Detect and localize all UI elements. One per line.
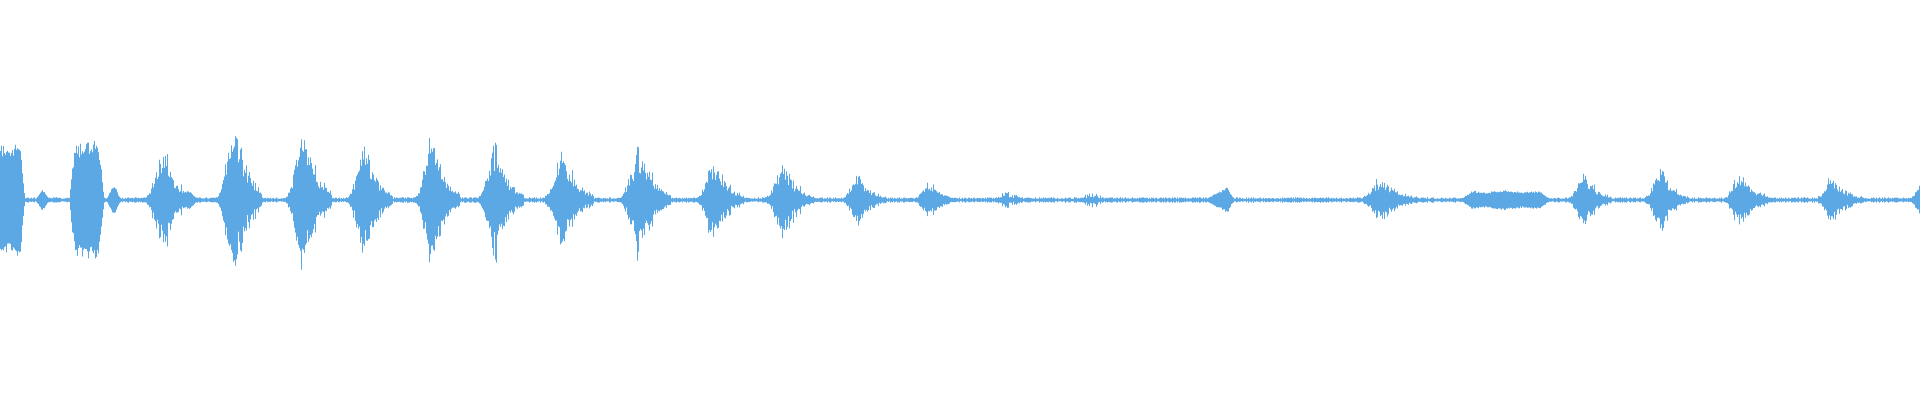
waveform-samples: [0, 136, 1920, 270]
